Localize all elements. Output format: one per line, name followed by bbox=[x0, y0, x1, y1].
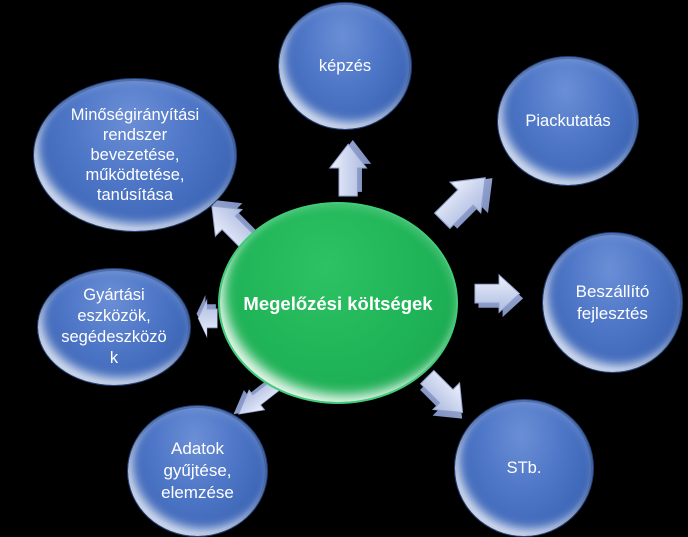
label-line: STb. bbox=[506, 458, 542, 477]
label-line: Beszállító bbox=[575, 281, 650, 301]
label-line: eszközök, bbox=[77, 307, 151, 325]
node-kepzes-label: képzés bbox=[319, 56, 371, 77]
label-line: Megelőzési költségek bbox=[243, 292, 433, 314]
arrow-up-icon bbox=[327, 139, 373, 197]
label-line: Gyártási bbox=[83, 286, 145, 304]
node-kepzes: képzés bbox=[278, 2, 412, 130]
node-stb-label: STb. bbox=[507, 458, 542, 479]
node-beszallito-fejlesztes: Beszállító fejlesztés bbox=[542, 232, 683, 373]
label-line: tanúsítása bbox=[96, 186, 174, 204]
arrow-down-right-icon bbox=[409, 361, 482, 434]
node-center-megelozesi-koltsegek: Megelőzési költségek bbox=[218, 202, 458, 404]
arrow-left-icon bbox=[196, 293, 218, 340]
label-line: gyűjtése, bbox=[163, 461, 232, 480]
label-line: képzés bbox=[318, 56, 372, 75]
node-center-label: Megelőzési költségek bbox=[243, 293, 432, 314]
arrow-right-icon bbox=[474, 272, 524, 319]
label-line: rendszer bbox=[102, 126, 168, 144]
label-line: segédeszközö bbox=[61, 328, 167, 346]
label-line: elemzése bbox=[161, 483, 234, 502]
label-line: Piackutatás bbox=[525, 111, 611, 130]
node-piackutatas-label: Piackutatás bbox=[525, 111, 610, 132]
node-gyartasi-eszkozok-label: Gyártási eszközök, segédeszközö k bbox=[61, 285, 167, 369]
label-line: Minőségirányítási bbox=[70, 106, 200, 124]
node-beszallito-fejlesztes-label: Beszállító fejlesztés bbox=[576, 281, 650, 325]
label-line: működtetése, bbox=[85, 166, 185, 184]
label-line: k bbox=[109, 349, 119, 367]
node-adatok-gyujtese: Adatok gyűjtése, elemzése bbox=[127, 405, 268, 537]
label-line: fejlesztés bbox=[577, 303, 648, 323]
node-minosegiranyitasi: Minőségirányítási rendszer bevezetése, m… bbox=[33, 78, 237, 232]
node-gyartasi-eszkozok: Gyártási eszközök, segédeszközö k bbox=[37, 268, 191, 386]
label-line: Adatok bbox=[171, 439, 224, 458]
node-piackutatas: Piackutatás bbox=[497, 56, 639, 186]
node-stb: STb. bbox=[454, 399, 594, 537]
node-minosegiranyitasi-label: Minőségirányítási rendszer bevezetése, m… bbox=[71, 105, 199, 205]
label-line: bevezetése, bbox=[90, 146, 180, 164]
node-adatok-gyujtese-label: Adatok gyűjtése, elemzése bbox=[161, 438, 234, 504]
arrow-up-right-icon bbox=[424, 156, 510, 242]
